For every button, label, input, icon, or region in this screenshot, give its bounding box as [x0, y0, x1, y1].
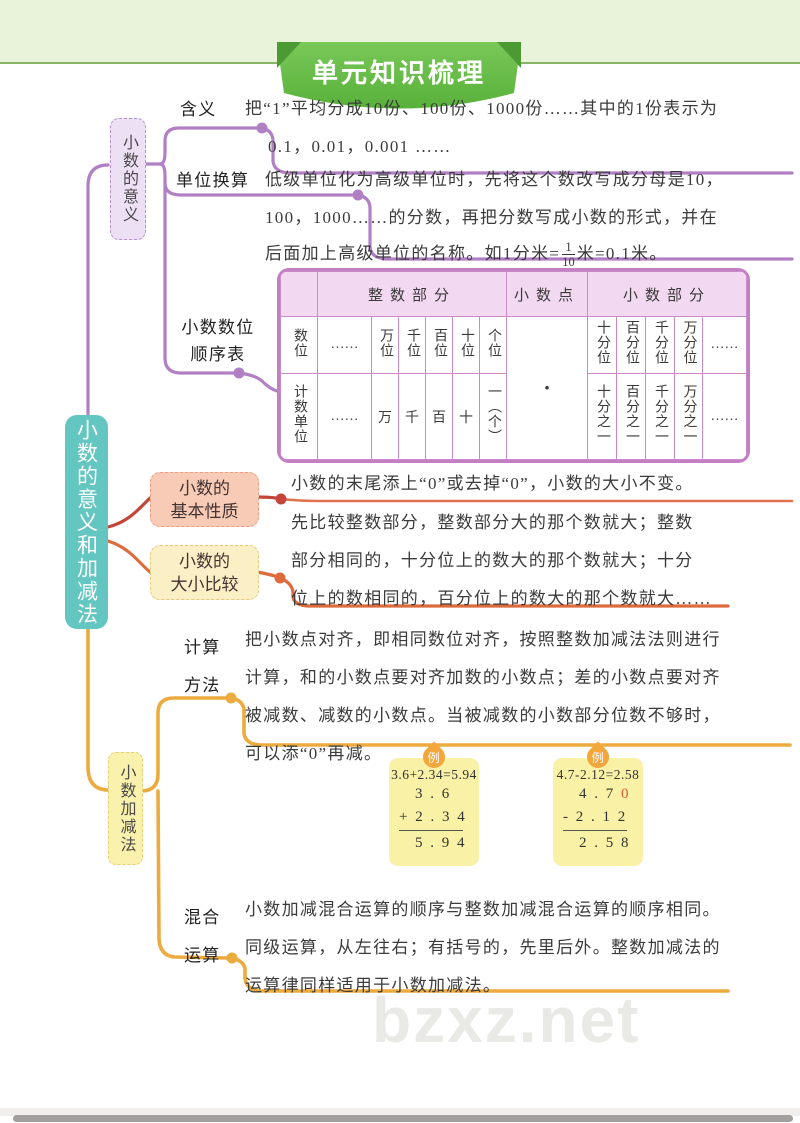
banner-title: 单元知识梳理	[311, 58, 486, 88]
table-corner-cell	[280, 271, 318, 317]
example-box-subtraction: 4.7-2.12=2.58 4 . 7 0 - 2 . 1 2 2 . 5 8	[553, 758, 643, 866]
cell: 万	[371, 373, 399, 460]
method-line2: 计算，和的小数点要对齐加数的小数点；差的小数点要对齐	[245, 668, 721, 687]
cell: 万分位	[674, 316, 704, 374]
header-decimal-point: 小数点	[506, 271, 589, 317]
branch-root-to-meaning	[86, 163, 110, 417]
cell: 万位	[371, 316, 399, 374]
row-label-digit: 数位	[280, 316, 318, 374]
example2-rule	[563, 830, 627, 831]
method-line3: 被减数、减数的小数点。当被减数的小数部分位数不够时，	[245, 706, 721, 725]
root-node-label: 小数的意义和加减法	[74, 418, 99, 626]
compare-line2: 部分相同的，十分位上的数大的那个数就大；十分	[291, 551, 694, 570]
branch-root-to-property	[106, 496, 152, 529]
label-shunxubiao: 小数数位 顺序表	[181, 318, 255, 364]
place-value-table: 整数部分 小数点 小数部分 数位 …… 万位 千位 百位 十位 个位 · 十分位…	[277, 268, 750, 463]
branch-root-to-compare	[106, 539, 152, 574]
danwei-line2: 100，1000……的分数，再把分数写成小数的形式，并在	[265, 208, 718, 227]
method-line4: 可以添“0”再减。	[245, 744, 383, 763]
mixed-line3: 运算律同样适用于小数加减法。	[245, 976, 502, 995]
cell: 百分位	[616, 316, 647, 374]
cell: 千	[398, 373, 426, 460]
example2-minuend: 4 . 7 0	[579, 786, 631, 802]
label-method: 计算 方法	[184, 638, 221, 695]
cell: 千分之一	[645, 373, 676, 460]
label-mixed: 混合 运算	[184, 908, 221, 965]
cell: 万分之一	[674, 373, 704, 460]
cell: ……	[317, 373, 372, 460]
page-bottom-strip	[0, 1108, 800, 1116]
example2-difference: 2 . 5 8	[579, 835, 631, 851]
cell: 个位	[478, 316, 508, 374]
method-line1: 把小数点对齐，即相同数位对齐，按照整数加减法法则进行	[245, 630, 721, 649]
example1-addend2: + 2 . 3 4	[399, 809, 467, 825]
header-decimal-part: 小数部分	[587, 271, 747, 317]
cell: 十	[452, 373, 480, 460]
cell: ……	[702, 316, 747, 374]
cell: ……	[317, 316, 372, 374]
mixed-line2: 同级运算，从左往右；有括号的，先里后外。整数加减法的	[245, 938, 721, 957]
example1-addend1: 3 . 6	[415, 786, 452, 802]
example1-rule	[399, 830, 463, 831]
row-label-counting-unit: 计数单位	[280, 373, 318, 460]
cell: 十分位	[587, 316, 618, 374]
cell: 十位	[452, 316, 480, 374]
node-addsub-label: 小数加减法	[117, 763, 135, 854]
cell: 千分位	[645, 316, 676, 374]
branch-method	[139, 696, 228, 793]
node-addsub: 小数加减法	[108, 752, 143, 865]
cell: 十分之一	[587, 373, 618, 460]
cell: 千位	[398, 316, 426, 374]
page-bottom-bar	[13, 1115, 793, 1122]
cell: 百分之一	[616, 373, 647, 460]
decimal-point-cell: ·	[506, 316, 589, 460]
node-size-compare: 小数的 大小比较	[150, 545, 259, 600]
hanyi-line1: 把“1”平均分成10份、100份、1000份……其中的1份表示为	[245, 99, 719, 118]
root-node: 小数的意义和加减法	[65, 415, 108, 629]
hanyi-line2: 0.1，0.01，0.001 ……	[268, 137, 452, 156]
cell: ……	[702, 373, 747, 460]
label-danwei: 单位换算	[176, 171, 250, 190]
branch-hanyi	[158, 126, 259, 166]
compare-line1: 先比较整数部分，整数部分大的那个数就大；整数	[291, 513, 694, 532]
cell: 一（个）	[478, 373, 508, 460]
danwei-line1: 低级单位化为高级单位时，先将这个数改写成分母是10，	[265, 170, 724, 189]
branch-property-stem	[255, 495, 278, 500]
branch-property-underline	[279, 497, 794, 503]
appended-zero: 0	[621, 786, 631, 802]
example2-equation: 4.7-2.12=2.58	[556, 767, 640, 782]
header-integer-part: 整数部分	[316, 271, 508, 317]
cell: 百	[425, 373, 453, 460]
mixed-line1: 小数加减混合运算的顺序与整数加减混合运算的顺序相同。	[245, 900, 721, 919]
property-text: 小数的末尾添上“0”或去掉“0”，小数的大小不变。	[291, 474, 694, 493]
node-decimal-meaning-label: 小数的意义	[120, 134, 137, 224]
cell: 百位	[425, 316, 453, 374]
example2-subtrahend: - 2 . 1 2	[563, 809, 628, 825]
label-hanyi: 含义	[180, 100, 217, 119]
example1-sum: 5 . 9 4	[415, 835, 467, 851]
branch-root-to-addsub	[86, 627, 109, 792]
example1-equation: 3.6+2.34=5.94	[391, 767, 477, 782]
branch-table-link	[237, 371, 279, 393]
watermark: bzxz.net	[372, 984, 641, 1056]
example-box-addition: 3.6+2.34=5.94 3 . 6 + 2 . 3 4 5 . 9 4	[389, 758, 479, 866]
compare-line3: 位上的数相同的，百分位上的数大的那个数就大……	[291, 589, 712, 608]
branch-compare-stem	[255, 570, 277, 578]
node-decimal-meaning: 小数的意义	[110, 118, 146, 240]
node-basic-property: 小数的 基本性质	[150, 472, 259, 527]
